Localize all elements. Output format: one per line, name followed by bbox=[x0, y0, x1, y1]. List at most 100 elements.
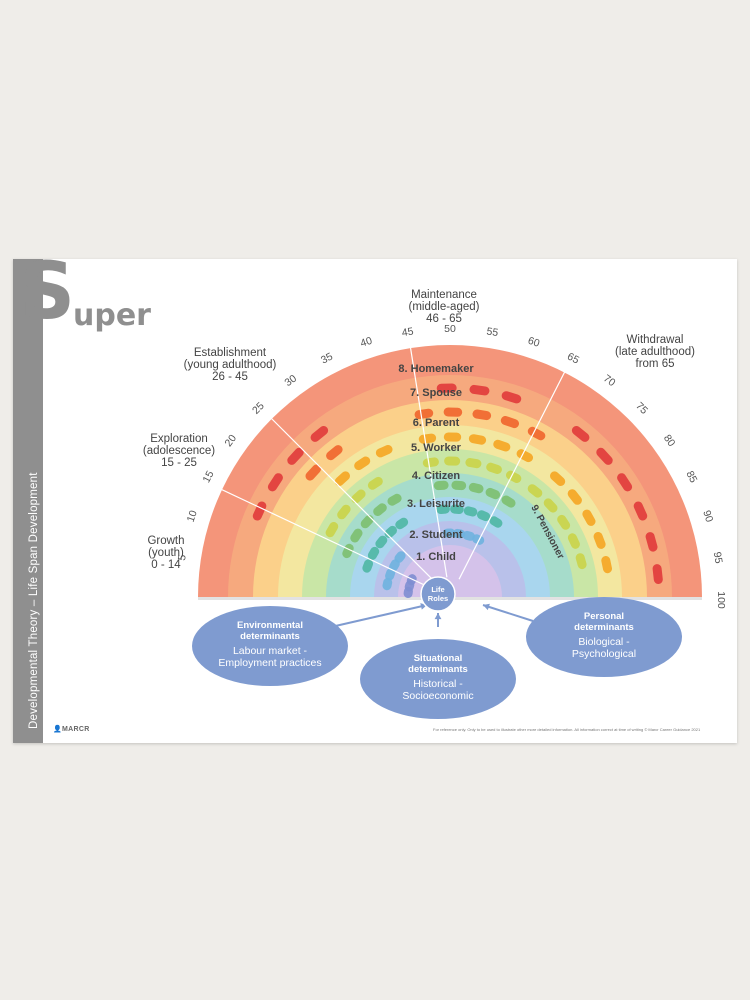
role-dash bbox=[486, 462, 502, 474]
role-dash bbox=[485, 487, 501, 500]
age-label: 35 bbox=[319, 350, 335, 366]
role-dash bbox=[452, 528, 466, 539]
role-label: 8. Homemaker bbox=[398, 363, 474, 375]
environmental-text: determinants bbox=[240, 631, 300, 642]
age-label: 65 bbox=[565, 351, 581, 367]
environmental-ellipse bbox=[192, 606, 348, 686]
role-dashes bbox=[252, 383, 663, 598]
role-dash bbox=[375, 445, 393, 458]
situational-text: determinants bbox=[408, 664, 468, 675]
role-dash bbox=[389, 559, 400, 572]
stage-label-growth: (youth) bbox=[148, 547, 184, 559]
poster: Developmental Theory – Life Span Develop… bbox=[13, 259, 737, 743]
stage-dividers bbox=[212, 338, 570, 590]
role-dash bbox=[601, 556, 612, 574]
stage-label-withdrawal: (late adulthood) bbox=[615, 346, 695, 358]
age-label: 95 bbox=[711, 551, 725, 565]
role-dash bbox=[362, 559, 373, 573]
age-label: 45 bbox=[401, 325, 415, 339]
role-label: 5. Worker bbox=[411, 442, 462, 454]
role-dash bbox=[305, 464, 321, 481]
role-label: 1. Child bbox=[416, 551, 456, 563]
role-label: 4. Citizen bbox=[412, 470, 461, 482]
role-labels: 8. Homemaker 7. Spouse 6. Parent 5. Worker 4… bbox=[398, 363, 566, 563]
role-dash bbox=[477, 510, 491, 522]
role-dash bbox=[593, 532, 606, 549]
role-dash bbox=[462, 530, 475, 541]
environmental-text: Environmental bbox=[237, 620, 303, 631]
role-dash bbox=[334, 471, 350, 486]
stage-label-growth: 0 - 14 bbox=[151, 559, 181, 571]
age-label: 20 bbox=[222, 432, 239, 449]
stage-label-exploration: 15 - 25 bbox=[161, 457, 197, 469]
stage-label-establishment: 26 - 45 bbox=[212, 371, 248, 383]
role-label: 6. Parent bbox=[413, 417, 460, 429]
stage-label-maintenance: (middle-aged) bbox=[409, 301, 480, 313]
role-dash bbox=[501, 391, 522, 404]
age-label: 100 bbox=[715, 591, 727, 609]
age-label: 55 bbox=[486, 325, 500, 339]
age-label: 75 bbox=[633, 400, 650, 417]
role-dash bbox=[395, 517, 409, 530]
role-dash bbox=[385, 568, 396, 581]
role-dash bbox=[469, 384, 490, 396]
role-dash bbox=[575, 553, 587, 570]
stage-divider bbox=[212, 484, 433, 590]
role-dash bbox=[652, 564, 663, 584]
role-label: 3. Leisurite bbox=[407, 498, 465, 510]
role-dash bbox=[375, 535, 388, 549]
role-dash bbox=[617, 473, 633, 492]
role-dash bbox=[468, 482, 484, 494]
age-label: 5 bbox=[176, 554, 189, 562]
age-label: 85 bbox=[683, 469, 699, 485]
role-dash bbox=[501, 495, 516, 508]
role-dash bbox=[287, 447, 304, 465]
role-label: 2. Student bbox=[409, 529, 463, 541]
arrow-head bbox=[483, 603, 490, 611]
stage-label-maintenance: 46 - 65 bbox=[426, 313, 462, 325]
stage-label-exploration: Exploration bbox=[150, 433, 208, 445]
role-dash bbox=[543, 498, 558, 513]
role-dash bbox=[310, 426, 329, 442]
role-dash bbox=[489, 516, 503, 528]
environmental-text: Employment practices bbox=[218, 657, 321, 669]
role-dash bbox=[550, 471, 566, 486]
life-roles-circle bbox=[420, 576, 456, 612]
stage-label-withdrawal: Withdrawal bbox=[627, 334, 684, 346]
role-dash bbox=[500, 416, 519, 429]
situational-text: Historical - bbox=[413, 678, 463, 690]
situational-text: Socioeconomic bbox=[402, 690, 473, 702]
stage-label-withdrawal: from 65 bbox=[636, 358, 675, 370]
situational-ellipse bbox=[360, 639, 516, 719]
role-dash bbox=[582, 509, 596, 526]
role-dash bbox=[571, 426, 590, 442]
personal-text: Psychological bbox=[572, 648, 636, 660]
role-dash bbox=[387, 493, 402, 506]
age-label: 10 bbox=[185, 509, 200, 524]
role-dash bbox=[527, 484, 543, 498]
role-dash bbox=[557, 514, 571, 530]
role-dash bbox=[360, 515, 374, 529]
role-dash bbox=[468, 434, 487, 445]
role-dash bbox=[354, 456, 371, 471]
role-label: 7. Spouse bbox=[410, 387, 462, 399]
situational-text: Situational bbox=[414, 653, 463, 664]
role-dash bbox=[367, 546, 380, 560]
age-label: 70 bbox=[601, 372, 618, 389]
footer-note: For reference only. Only to be used to i… bbox=[433, 727, 701, 732]
role-dash bbox=[404, 580, 415, 592]
stage-labels: Growth(youth)0 - 14Exploration(adolescen… bbox=[143, 289, 695, 571]
role-dash bbox=[633, 501, 648, 521]
role-dash bbox=[350, 528, 363, 543]
role-dash bbox=[567, 489, 582, 505]
role-dash bbox=[325, 522, 339, 538]
role-dash bbox=[337, 504, 351, 520]
stage-label-growth: Growth bbox=[147, 535, 184, 547]
role-dash bbox=[373, 503, 387, 516]
role-dash bbox=[351, 489, 366, 504]
arrow-head bbox=[434, 613, 442, 620]
age-label: 60 bbox=[526, 335, 541, 350]
stage-divider bbox=[408, 338, 448, 578]
